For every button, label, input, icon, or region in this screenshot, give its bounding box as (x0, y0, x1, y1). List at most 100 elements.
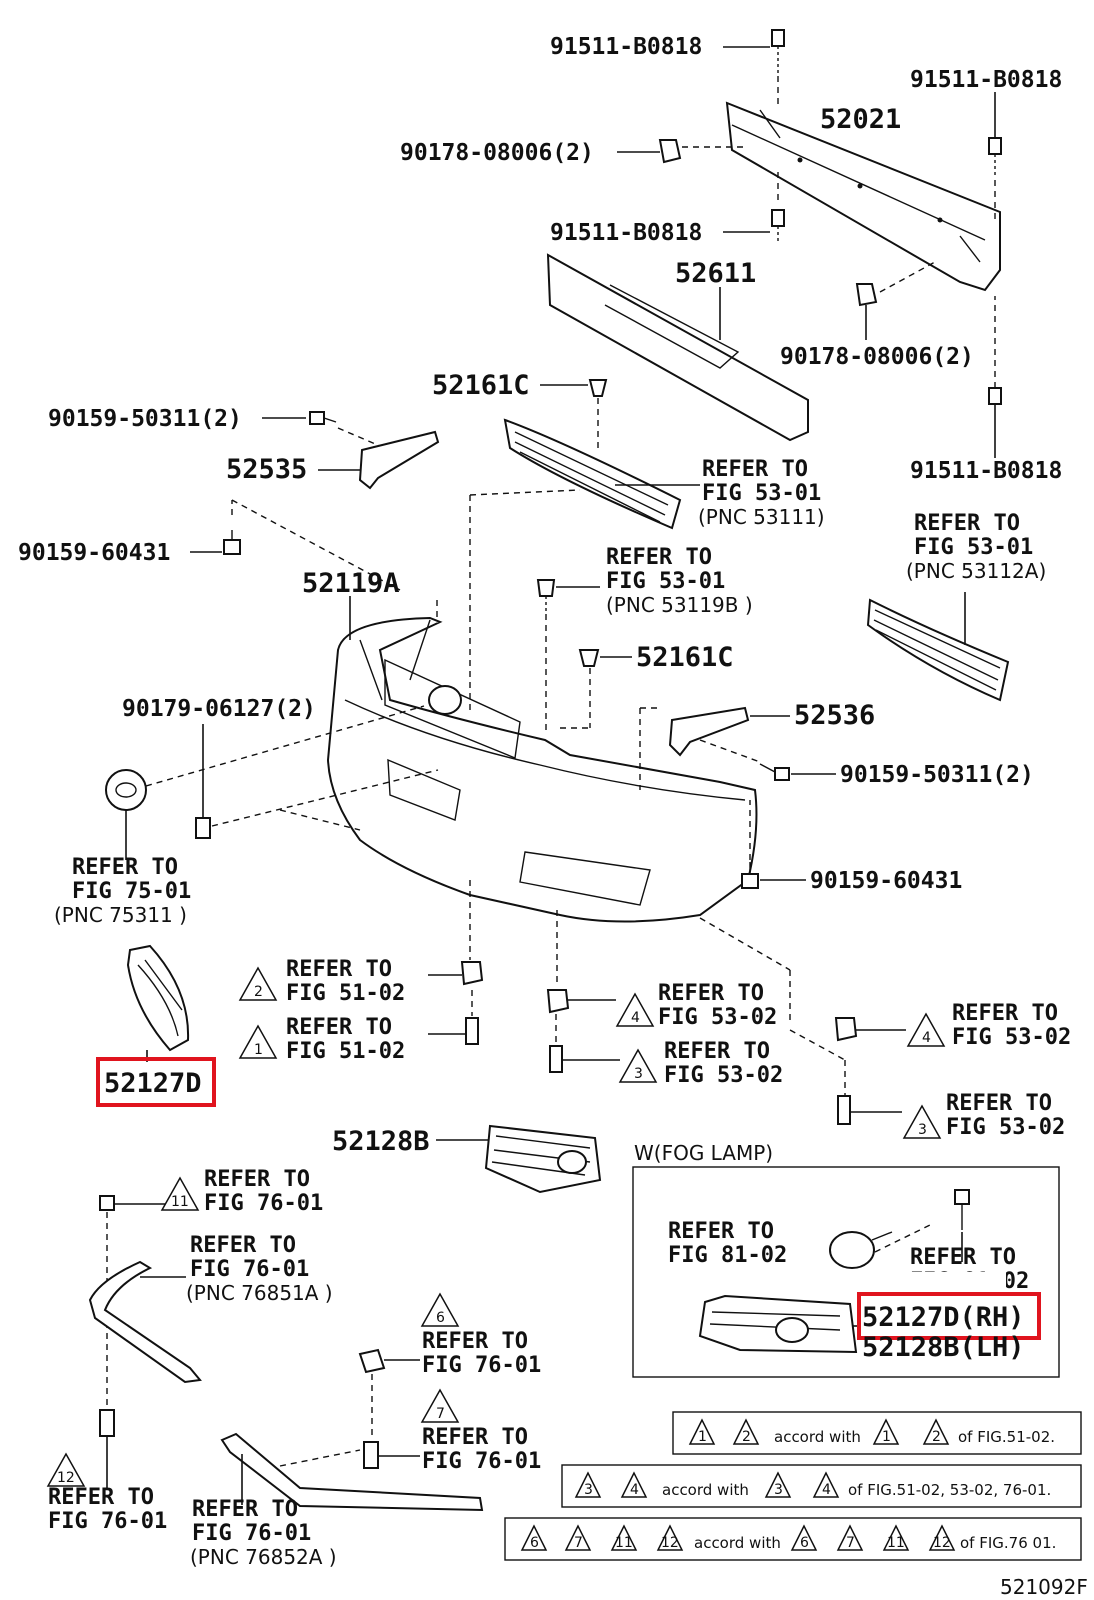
screw-t3b-icon (837, 1095, 851, 1125)
label-clip-left: 90178-08006(2) (400, 140, 594, 166)
ref-grille-upper-refer: REFER TO (702, 457, 808, 482)
svg-text:4: 4 (822, 1482, 831, 1498)
bolt-right-top-icon (988, 137, 1002, 178)
ref-t6-refer: REFER TO (422, 1329, 528, 1354)
ref-t3a-fig: FIG 53-02 (664, 1063, 783, 1088)
svg-text:11: 11 (887, 1535, 905, 1551)
ref-emblem-pnc: (PNC 75311 ) (54, 903, 187, 927)
ref-t7-refer: REFER TO (422, 1425, 528, 1450)
bumper-cover (326, 616, 758, 923)
svg-text:4: 4 (631, 1010, 640, 1026)
clip-left-icon (658, 139, 682, 164)
label-reinforcement: 52021 (820, 104, 901, 135)
ref-fog-lamp-fig: FIG 81-02 (668, 1243, 787, 1268)
clip-53119b-icon (536, 579, 556, 612)
diagram-code: 521092F (1000, 1575, 1088, 1599)
svg-text:3: 3 (774, 1482, 783, 1498)
bolt-t12-icon (99, 1409, 115, 1437)
label-absorber: 52611 (675, 258, 756, 289)
svg-text:2: 2 (742, 1429, 751, 1445)
clip-t4b-icon (834, 1017, 858, 1042)
triangle-2-icon: 2 (238, 966, 278, 1001)
ref-t12-fig: FIG 76-01 (48, 1509, 167, 1534)
label-screw-left: 90159-50311(2) (48, 406, 242, 432)
bolt-mid-icon (771, 209, 785, 244)
label-bolt-right-bottom: 91511-B0818 (910, 458, 1062, 484)
triangle-3a-icon: 3 (618, 1048, 658, 1083)
ref-clip-refer: REFER TO (606, 545, 712, 570)
note-1: 1 2 accord with 1 2 of FIG.51-02. (672, 1411, 1082, 1455)
ref-t3b-refer: REFER TO (946, 1091, 1052, 1116)
ref-t11-refer: REFER TO (204, 1167, 310, 1192)
triangle-1-icon: 1 (238, 1024, 278, 1059)
svg-text:7: 7 (846, 1535, 855, 1551)
clip-t2-icon (460, 961, 484, 986)
svg-text:2: 2 (254, 984, 263, 1000)
svg-text:12: 12 (661, 1535, 679, 1551)
ref-t11-fig: FIG 76-01 (204, 1191, 323, 1216)
screw-t1-icon (465, 1017, 479, 1045)
label-bolt-mid: 91511-B0818 (550, 220, 702, 246)
label-bracket-right: 52536 (794, 700, 875, 731)
svg-text:accord with: accord with (662, 1481, 749, 1499)
ref-grille-upper-pnc: (PNC 53111) (698, 505, 825, 529)
screw-left-icon (309, 411, 337, 425)
ref-spoiler-refer: REFER TO (190, 1233, 296, 1258)
energy-absorber (546, 253, 809, 442)
ref-t2-fig: FIG 51-02 (286, 981, 405, 1006)
svg-text:of FIG.76 01.: of FIG.76 01. (960, 1534, 1056, 1552)
retainer-top-icon (588, 379, 608, 397)
fog-bolt-icon (954, 1189, 970, 1230)
ref-grille-lower-pnc: (PNC 53112A) (906, 559, 1046, 583)
triangle-4a-icon: 4 (615, 992, 655, 1027)
bolt-left-icon (223, 530, 241, 555)
svg-text:of FIG.51-02, 53-02, 76-01.: of FIG.51-02, 53-02, 76-01. (848, 1481, 1051, 1499)
triangle-3b-icon: 3 (902, 1104, 942, 1139)
label-screw-right: 90159-50311(2) (840, 762, 1034, 788)
fog-lamp-box (632, 1166, 1060, 1378)
ref-t4a-refer: REFER TO (658, 981, 764, 1006)
fog-cover-icon (698, 1294, 858, 1354)
ref-fog-bolt-refer: REFER TO (910, 1245, 1016, 1270)
screw-t3a-icon (549, 1045, 563, 1073)
svg-text:7: 7 (574, 1535, 583, 1551)
label-clip-right: 90178-08006(2) (780, 344, 974, 370)
bolt-top-icon (771, 29, 785, 74)
nut-icon (195, 817, 211, 839)
ref-emblem-refer: REFER TO (72, 855, 178, 880)
label-bracket-left: 52535 (226, 454, 307, 485)
ref-t3b-fig: FIG 53-02 (946, 1115, 1065, 1140)
svg-text:1: 1 (254, 1042, 263, 1058)
label-fog-rh: 52127D(RH) (862, 1302, 1025, 1333)
label-bumper-cover: 52119A (302, 568, 400, 599)
ref-t3a-refer: REFER TO (664, 1039, 770, 1064)
screw-t7-icon (363, 1441, 379, 1469)
ref-t6-fig: FIG 76-01 (422, 1353, 541, 1378)
svg-text:1: 1 (698, 1429, 707, 1445)
screw-right-icon (759, 763, 790, 781)
ref-clip-pnc: (PNC 53119B ) (606, 593, 753, 617)
clip-right-icon (855, 283, 878, 307)
ref-t4a-fig: FIG 53-02 (658, 1005, 777, 1030)
clip-t4a-icon (546, 989, 570, 1014)
ref-spoiler-pnc: (PNC 76851A ) (186, 1281, 333, 1305)
triangle-6-icon: 6 (420, 1292, 460, 1327)
front-spoiler-lh (88, 1260, 202, 1384)
ref-t2-refer: REFER TO (286, 957, 392, 982)
screw-t11-icon (99, 1195, 115, 1211)
svg-text:3: 3 (918, 1122, 927, 1138)
svg-text:2: 2 (932, 1429, 941, 1445)
svg-text:accord with: accord with (774, 1428, 861, 1446)
upper-grille (503, 418, 682, 530)
grille-cover (484, 1124, 602, 1194)
svg-text:11: 11 (171, 1194, 189, 1210)
svg-text:4: 4 (630, 1482, 639, 1498)
fog-lamp-icon (829, 1231, 893, 1269)
ref-lower-fig: FIG 76-01 (192, 1521, 311, 1546)
ref-fog-lamp-refer: REFER TO (668, 1219, 774, 1244)
ref-emblem-fig: FIG 75-01 (72, 879, 191, 904)
svg-text:3: 3 (584, 1482, 593, 1498)
svg-text:6: 6 (800, 1535, 809, 1551)
svg-text:12: 12 (933, 1535, 951, 1551)
